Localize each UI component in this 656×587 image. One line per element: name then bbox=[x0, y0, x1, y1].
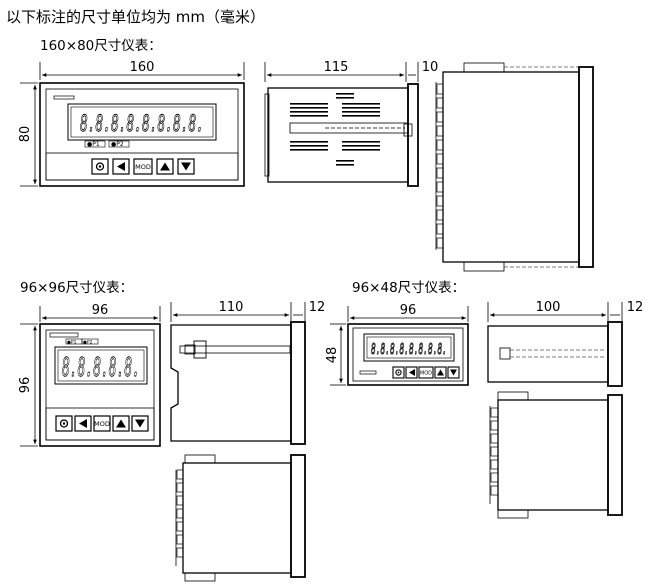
page-title: 以下标注的尺寸单位均为 mm（毫米） bbox=[6, 8, 265, 26]
front-view-96x48 bbox=[330, 306, 469, 386]
up-arrow-icon[interactable] bbox=[437, 369, 444, 376]
up-arrow-icon[interactable] bbox=[116, 419, 126, 428]
left-arrow-icon[interactable] bbox=[117, 162, 125, 171]
mod-button-label[interactable]: MOD bbox=[94, 420, 110, 428]
p2-indicator: ●P2 bbox=[111, 141, 124, 148]
dim-bezel-12-b: 12 bbox=[627, 300, 644, 315]
front-view-96x96 bbox=[20, 306, 161, 447]
down-arrow-icon[interactable] bbox=[450, 369, 457, 376]
top-view-96x96 bbox=[175, 454, 306, 582]
top-view-96x48 bbox=[489, 391, 623, 519]
dim-height-48: 48 bbox=[325, 347, 340, 364]
dim-width-160: 160 bbox=[130, 60, 155, 75]
dim-bezel-10: 10 bbox=[422, 60, 439, 75]
vent-slots bbox=[290, 93, 380, 166]
side-view-96x48 bbox=[487, 302, 623, 387]
dim-depth-110: 110 bbox=[219, 300, 244, 315]
front-view-160x80 bbox=[20, 62, 245, 187]
down-arrow-icon[interactable] bbox=[181, 162, 191, 171]
display-160x80: 8.8.8.8.8.8.8.8. bbox=[80, 112, 204, 137]
dim-depth-100: 100 bbox=[536, 300, 561, 315]
set-button-icon[interactable] bbox=[59, 419, 69, 428]
side-view-160x80 bbox=[264, 62, 419, 187]
dim-height-80: 80 bbox=[18, 126, 33, 143]
top-view-160x80 bbox=[435, 62, 594, 272]
label-160x80: 160×80尺寸仪表： bbox=[40, 38, 162, 54]
dim-bezel-12: 12 bbox=[309, 300, 326, 315]
set-button-icon[interactable] bbox=[95, 162, 105, 171]
dim-width-96-b: 96 bbox=[400, 303, 417, 318]
set-button-icon[interactable] bbox=[395, 369, 402, 376]
dim-width-96: 96 bbox=[92, 303, 109, 318]
mod-button-label[interactable]: MOD bbox=[135, 163, 151, 171]
label-96x96: 96×96尺寸仪表： bbox=[20, 280, 134, 296]
label-96x48: 96×48尺寸仪表： bbox=[352, 280, 466, 296]
dim-depth-115: 115 bbox=[324, 60, 349, 75]
dim-height-96: 96 bbox=[18, 377, 33, 394]
mod-button-label[interactable]: MOD bbox=[420, 371, 432, 377]
side-view-96x96 bbox=[170, 302, 306, 445]
down-arrow-icon[interactable] bbox=[135, 419, 145, 428]
up-arrow-icon[interactable] bbox=[160, 162, 170, 171]
display-96x96: 8.8.8.8.8. bbox=[62, 353, 140, 383]
left-arrow-icon[interactable] bbox=[79, 419, 87, 428]
p1-indicator-96: ●P1 bbox=[67, 340, 77, 346]
left-arrow-icon[interactable] bbox=[409, 369, 415, 376]
p1-indicator: ●P1 bbox=[87, 141, 100, 148]
display-96x48: 8.8.8.8.8.8.8.8. bbox=[371, 340, 447, 358]
p2-indicator-96: ●P2 bbox=[83, 340, 93, 346]
